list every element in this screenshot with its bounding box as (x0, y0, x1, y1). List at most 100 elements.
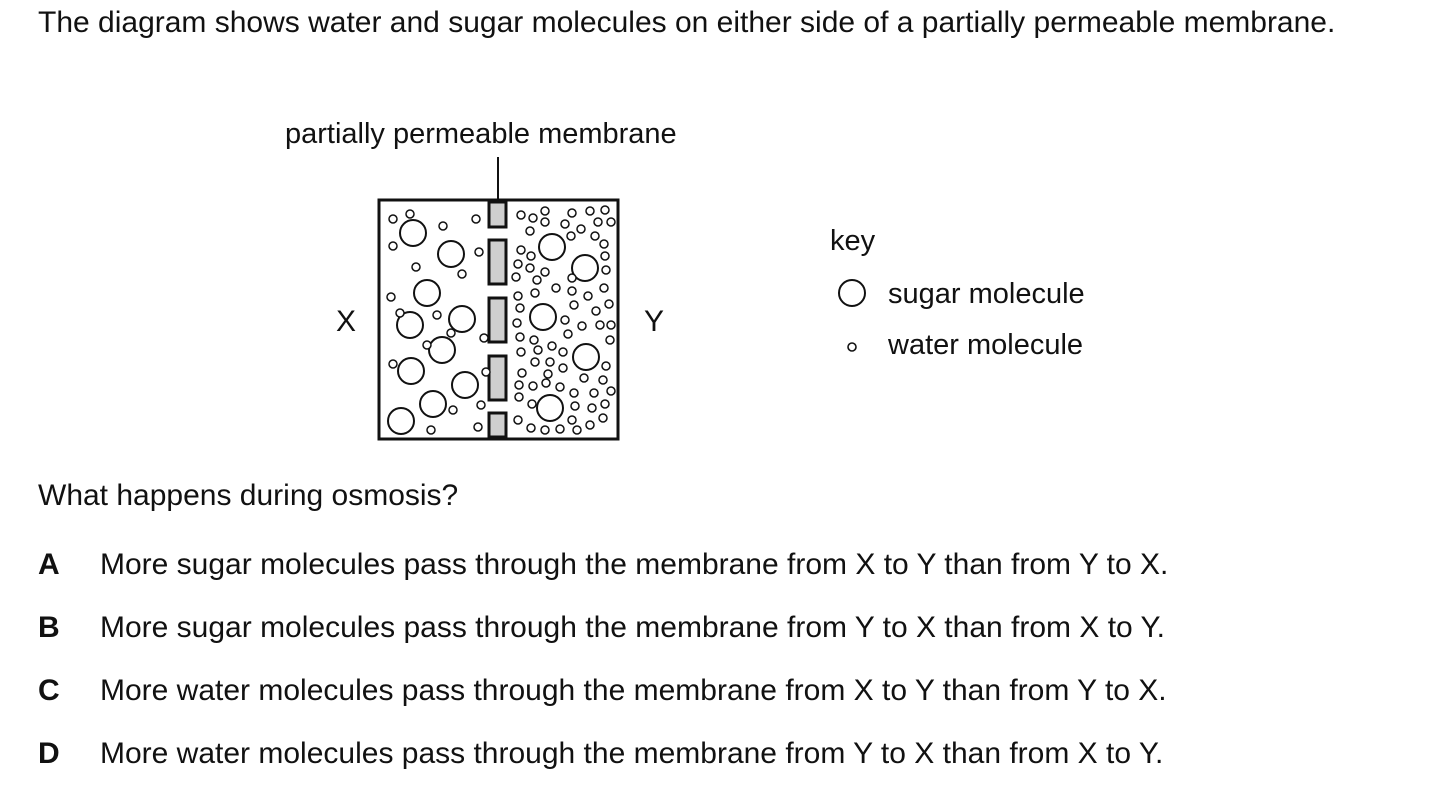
water-molecule (591, 306, 601, 316)
water-molecule (599, 283, 609, 293)
option-c[interactable]: C More water molecules pass through the … (38, 672, 1168, 735)
sugar-molecule (397, 357, 425, 385)
water-molecule (543, 369, 553, 379)
sugar-molecule (437, 240, 465, 268)
water-molecule (526, 251, 536, 261)
water-molecule (599, 239, 609, 249)
sugar-molecule (399, 219, 427, 247)
sugar-molecule (538, 233, 566, 261)
option-letter: B (38, 611, 60, 644)
option-letter: D (38, 737, 60, 770)
water-molecule (411, 262, 421, 272)
water-molecule (540, 425, 550, 435)
water-molecule (530, 357, 540, 367)
water-molecule (446, 328, 456, 338)
water-molecule (567, 273, 577, 283)
water-molecule (511, 272, 521, 282)
water-molecule (386, 292, 396, 302)
water-molecule (577, 321, 587, 331)
water-molecule (516, 245, 526, 255)
water-molecule (527, 399, 537, 409)
water-molecule (572, 425, 582, 435)
water-molecule (601, 265, 611, 275)
water-molecule (605, 335, 615, 345)
water-molecule (388, 241, 398, 251)
water-molecule (598, 413, 608, 423)
water-molecule (569, 388, 579, 398)
water-molecule (479, 333, 489, 343)
water-molecule (579, 373, 589, 383)
water-molecule (595, 320, 605, 330)
water-molecule (474, 247, 484, 257)
membrane (487, 200, 508, 439)
water-molecule (601, 361, 611, 371)
molecules (386, 205, 616, 435)
water-molecule (593, 217, 603, 227)
key-title: key (830, 225, 876, 257)
membrane-segment (487, 354, 508, 402)
water-molecule (426, 425, 436, 435)
side-label-y: Y (644, 305, 664, 338)
water-molecule (528, 381, 538, 391)
sugar-molecule (387, 407, 415, 435)
sugar-molecule (571, 254, 599, 282)
water-molecule (585, 420, 595, 430)
membrane-segment (487, 411, 508, 439)
water-molecule (606, 320, 616, 330)
question-prompt: What happens during osmosis? (38, 479, 459, 512)
answer-options: A More sugar molecules pass through the … (38, 546, 1168, 798)
key-label-water: water molecule (887, 329, 1083, 361)
water-molecule (448, 405, 458, 415)
water-molecule (558, 347, 568, 357)
water-molecule (604, 299, 614, 309)
water-molecule (471, 214, 481, 224)
water-molecule (545, 357, 555, 367)
question-intro: The diagram shows water and sugar molecu… (38, 6, 1336, 39)
option-d[interactable]: D More water molecules pass through the … (38, 735, 1168, 798)
water-molecule (514, 380, 524, 390)
sugar-molecule (419, 390, 447, 418)
water-molecule (473, 422, 483, 432)
water-molecule (600, 205, 610, 215)
water-molecule (481, 367, 491, 377)
water-molecule (590, 231, 600, 241)
water-molecule (525, 226, 535, 236)
sugar-molecule (536, 394, 564, 422)
water-molecule (405, 209, 415, 219)
option-text: More sugar molecules pass through the me… (100, 611, 1165, 644)
option-b[interactable]: B More sugar molecules pass through the … (38, 609, 1168, 672)
water-molecule (570, 401, 580, 411)
water-molecule (438, 221, 448, 231)
water-molecule (585, 206, 595, 216)
membrane-segment (487, 296, 508, 344)
water-molecule (563, 329, 573, 339)
water-molecule (529, 335, 539, 345)
water-molecule (513, 415, 523, 425)
water-molecule (514, 392, 524, 402)
option-text: More sugar molecules pass through the me… (100, 548, 1169, 581)
water-molecule (517, 368, 527, 378)
water-molecule (576, 224, 586, 234)
water-molecule (606, 217, 616, 227)
water-molecule (589, 388, 599, 398)
water-molecule (598, 375, 608, 385)
water-molecule (512, 318, 522, 328)
membrane-segment (487, 200, 508, 229)
water-molecule (555, 382, 565, 392)
water-molecule (600, 399, 610, 409)
water-molecule (516, 210, 526, 220)
water-molecule (388, 214, 398, 224)
water-molecule (395, 308, 405, 318)
water-molecule (388, 359, 398, 369)
water-molecule (541, 378, 551, 388)
water-molecule (476, 400, 486, 410)
water-molecule (515, 303, 525, 313)
water-molecule (551, 283, 561, 293)
water-molecule (567, 208, 577, 218)
option-letter: C (38, 674, 60, 707)
osmosis-diagram: partially permeable membrane X Y key sug… (285, 118, 1085, 441)
water-molecule (583, 291, 593, 301)
option-text: More water molecules pass through the me… (100, 674, 1167, 707)
water-molecule (540, 217, 550, 227)
option-a[interactable]: A More sugar molecules pass through the … (38, 546, 1168, 609)
